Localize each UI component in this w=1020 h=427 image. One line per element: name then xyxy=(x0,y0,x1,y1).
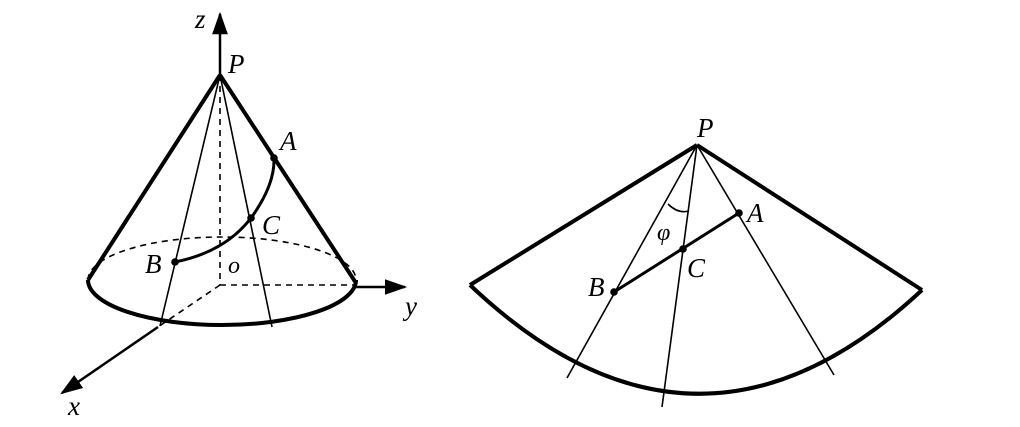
angle-phi-arc xyxy=(667,203,690,213)
generator-through-c xyxy=(219,74,273,328)
z-axis-label: z xyxy=(194,4,206,34)
sector-point-a-dot xyxy=(735,209,743,217)
sector-point-b-dot xyxy=(610,288,618,296)
base-ellipse-front xyxy=(86,279,358,327)
sector-point-c-dot xyxy=(679,245,687,253)
sector-line-through-b xyxy=(566,144,698,379)
cone-right-edge xyxy=(218,73,358,285)
sector-arc xyxy=(468,283,924,396)
y-axis-label: y xyxy=(402,291,417,321)
sector-line-through-c xyxy=(661,144,698,408)
generator-through-b xyxy=(159,74,221,327)
point-a-label: A xyxy=(278,126,297,156)
point-c-label: C xyxy=(262,210,281,240)
sector-left-radius xyxy=(468,143,699,287)
point-b-dot xyxy=(171,258,179,266)
point-c-dot xyxy=(247,214,255,222)
point-a-dot xyxy=(270,154,278,162)
geodesic-curve xyxy=(174,157,276,264)
sector-point-c-label: C xyxy=(687,253,706,283)
sector-line-through-a xyxy=(696,144,835,376)
x-axis xyxy=(60,325,159,395)
sector-point-a-label: A xyxy=(745,198,764,228)
angle-phi-label: φ xyxy=(657,220,670,246)
sector-right-radius xyxy=(695,143,924,292)
sector-apex-p-label: P xyxy=(696,113,714,143)
point-b-label: B xyxy=(145,249,162,279)
origin-label: o xyxy=(228,253,240,279)
x-axis-hidden xyxy=(157,284,221,328)
x-axis-label: x xyxy=(67,391,80,421)
apex-p-label: P xyxy=(227,49,245,79)
sector-point-b-label: B xyxy=(588,272,605,302)
segment-ba xyxy=(613,211,740,294)
cone-figure: z y x o P A B C xyxy=(60,4,417,421)
sector-figure: P A B C φ xyxy=(468,113,924,408)
cone-left-edge xyxy=(86,73,222,282)
